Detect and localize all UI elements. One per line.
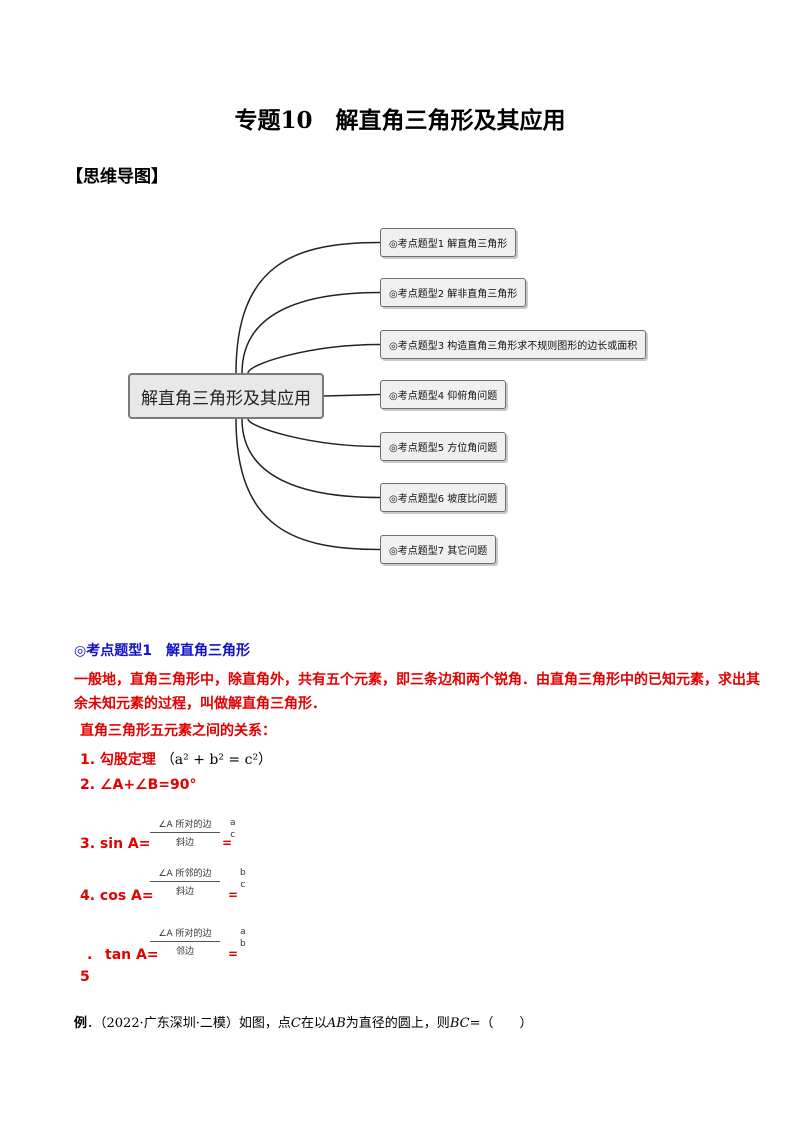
cos-equals: = <box>228 888 239 902</box>
relation-item-5-label: tan A= <box>105 947 159 963</box>
example-var-ab: AB <box>326 1016 346 1031</box>
mindmap-branch-5: ◎考点题型5 方位角问题 <box>380 432 507 461</box>
sin-fraction-numerator: ∠A 所对的边 <box>158 820 212 830</box>
cos-fraction: ∠A 所邻的边 斜边 <box>150 866 220 897</box>
mindmap-connector <box>235 418 381 551</box>
relation-item-3-label: 3. sin A= <box>80 836 151 852</box>
cos-ratio-denominator: c <box>240 880 246 890</box>
tan-fraction-numerator: ∠A 所对的边 <box>158 929 212 939</box>
example-source: ．（2022·广东深圳·二模）如图，点 <box>87 1016 291 1031</box>
relation-item-5-dot: . <box>87 947 93 963</box>
relation-item-1: 1. 勾股定理 （a² + b² = c²） <box>80 749 272 769</box>
mindmap-branch-1: ◎考点题型1 解直角三角形 <box>380 228 517 257</box>
mindmap-connector <box>247 343 381 374</box>
tan-ratio: a b <box>240 926 246 950</box>
cos-fraction-numerator: ∠A 所邻的边 <box>158 869 212 879</box>
section-intro: 一般地，直角三角形中，除直角外，共有五个元素，即三条边和两个锐角．由直角三角形中… <box>74 672 760 712</box>
tan-fraction: ∠A 所对的边 邻边 <box>150 926 220 957</box>
example-text-end: =（ ） <box>469 1016 533 1031</box>
tan-ratio-numerator: a <box>240 927 246 937</box>
mindmap-connector <box>247 418 381 448</box>
sin-ratio-numerator: a <box>230 818 236 828</box>
pythagorean-formula: （a² + b² = c²） <box>160 752 273 768</box>
mindmap-connectors <box>235 241 381 551</box>
relation-item-1-label: 1. 勾股定理 <box>80 752 156 768</box>
example-label: 例 <box>74 1016 88 1031</box>
example-var-bc: BC <box>449 1016 470 1031</box>
sin-ratio-denominator: c <box>230 830 236 840</box>
mindmap-branch-7: ◎考点题型7 其它问题 <box>380 535 497 564</box>
page-title: 专题10 解直角三角形及其应用 <box>234 107 566 134</box>
sin-fraction-denominator: 斜边 <box>175 838 194 848</box>
cos-ratio: b c <box>240 867 246 891</box>
mindmap-heading: 【思维导图】 <box>66 167 168 187</box>
tan-fraction-denominator: 邻边 <box>175 947 194 957</box>
mindmap-branch-4: ◎考点题型4 仰俯角问题 <box>380 380 507 409</box>
sin-equals: = <box>222 836 233 850</box>
relation-item-2: 2. ∠A+∠B=90° <box>80 777 197 793</box>
relation-item-4-label: 4. cos A= <box>80 888 154 904</box>
mindmap-connector <box>235 241 381 374</box>
mindmap-branch-6: ◎考点题型6 坡度比问题 <box>380 483 507 512</box>
example-var-c: C <box>290 1016 301 1031</box>
example-text-mid2: 为直径的圆上，则 <box>345 1016 450 1031</box>
tan-ratio-denominator: b <box>240 939 246 949</box>
example-question: 例．（2022·广东深圳·二模）如图，点C在以AB为直径的圆上，则BC=（ ） <box>74 1012 532 1031</box>
mindmap-central-node: 解直角三角形及其应用 <box>128 373 324 419</box>
sin-fraction: ∠A 所对的边 斜边 <box>150 817 220 848</box>
mindmap-connector <box>241 418 381 499</box>
mindmap-branch-2: ◎考点题型2 解非直角三角形 <box>380 278 527 307</box>
mindmap-connector <box>241 291 381 374</box>
sin-ratio: a c <box>230 817 236 841</box>
example-text-mid: 在以 <box>300 1016 327 1031</box>
tan-equals: = <box>228 947 239 961</box>
mindmap-branch-3: ◎考点题型3 构造直角三角形求不规则图形的边长或面积 <box>380 330 647 359</box>
section-heading: ◎考点题型1 解直角三角形 <box>74 643 250 659</box>
cos-ratio-numerator: b <box>240 868 246 878</box>
cos-fraction-denominator: 斜边 <box>175 887 194 897</box>
relations-heading: 直角三角形五元素之间的关系： <box>80 723 276 739</box>
relation-item-5-number: 5 <box>80 969 90 985</box>
mindmap-connector <box>323 393 381 397</box>
